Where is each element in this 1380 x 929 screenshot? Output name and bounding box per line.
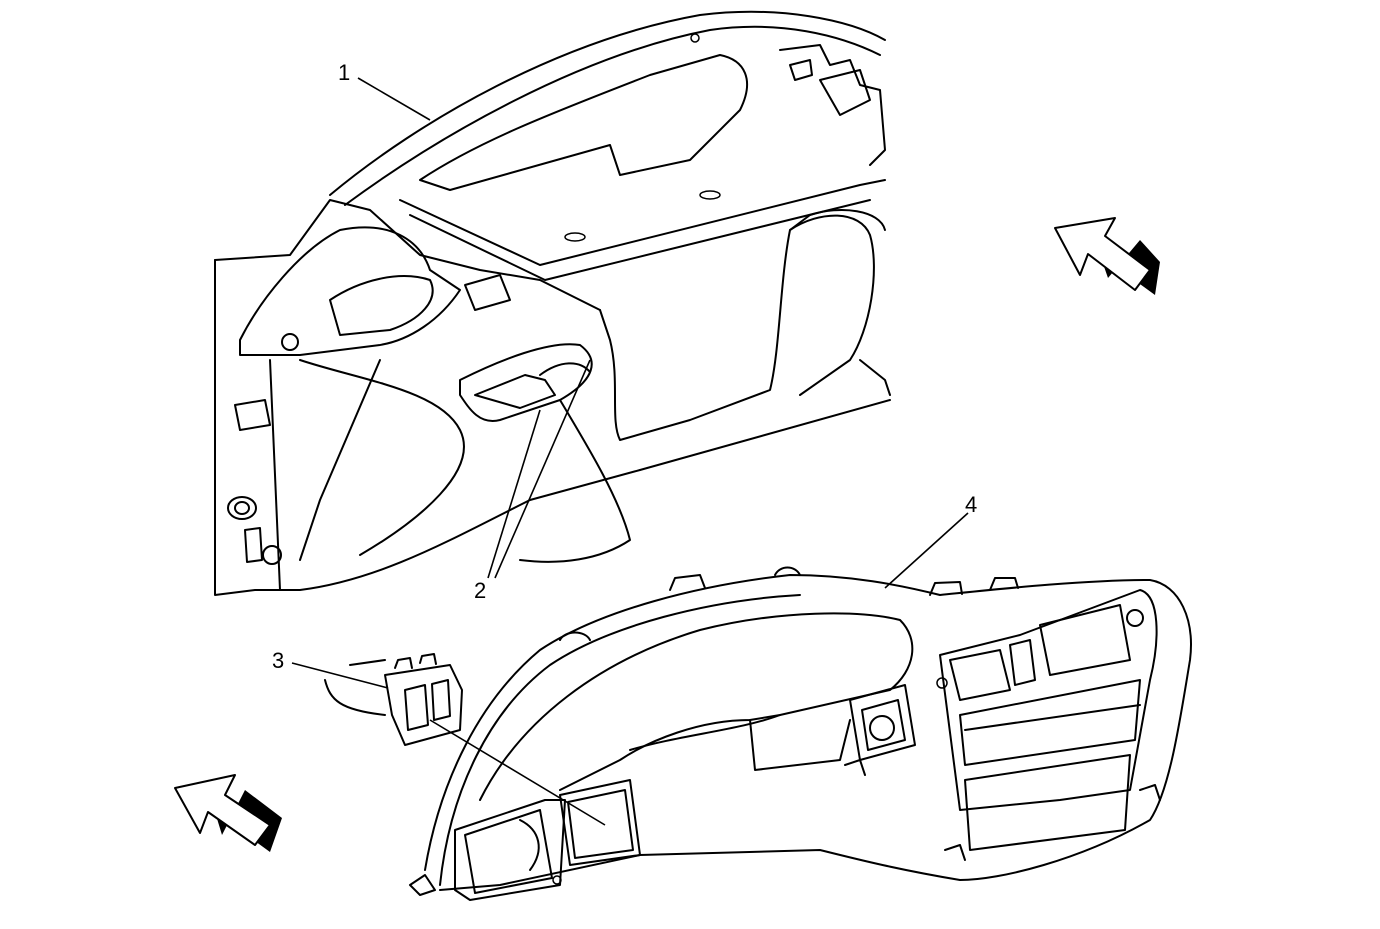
leader-4 [884,512,969,589]
view-arrow-lower-left [174,774,282,852]
instrument-panel-bezel [409,566,1192,901]
callout-4: 4 [965,492,977,517]
callout-3: 3 [272,648,284,673]
callout-1: 1 [338,60,350,85]
direction-arrow-icon [174,217,1160,852]
leader-lines [291,77,969,826]
leader-1 [357,77,431,121]
view-arrow-upper-right [1054,217,1160,295]
callout-labels: 1 2 3 4 [272,60,977,673]
leader-3b [429,719,606,826]
leader-2b [494,359,591,579]
callout-2: 2 [474,578,486,603]
switch-assembly [324,653,463,746]
leader-2a [487,409,541,579]
instrument-panel-carrier [214,10,891,596]
leader-3 [291,662,389,689]
